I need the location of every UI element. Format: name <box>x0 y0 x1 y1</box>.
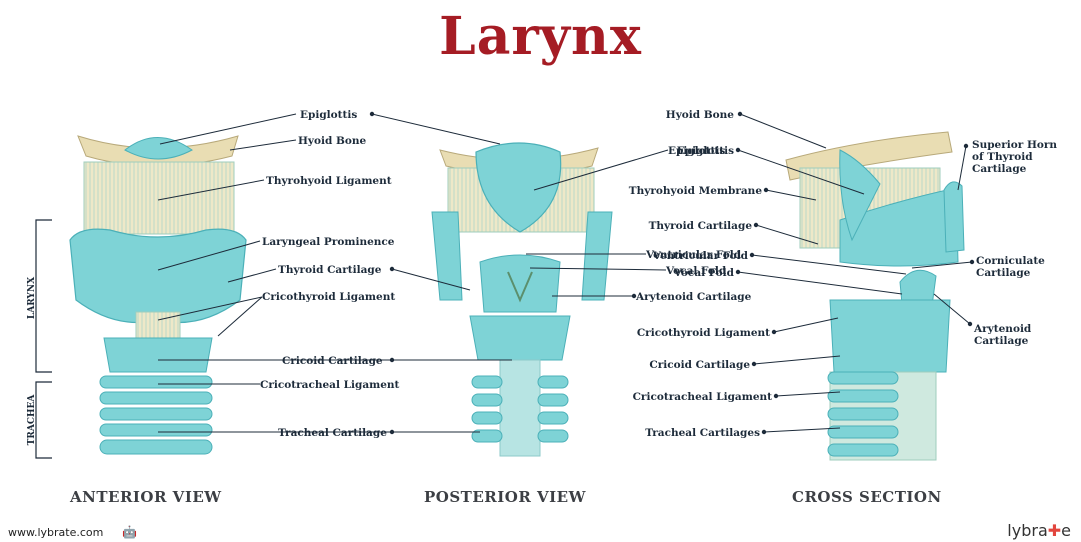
label-laryngeal-prominence: Laryngeal Prominence <box>262 236 395 248</box>
label-superior-horn-1: Superior Horn <box>972 139 1057 151</box>
label-vocal-fold-cross: Vocal Fold <box>673 267 735 279</box>
label-thyroid-cartilage-anterior: Thyroid Cartilage <box>278 264 382 276</box>
cross-section-illustration <box>786 132 964 460</box>
trachea-posterior-membrane <box>500 360 540 456</box>
label-superior-horn-2: of Thyroid <box>972 151 1033 163</box>
label-superior-horn-3: Cartilage <box>972 163 1027 175</box>
label-arytenoid-cross-1: Arytenoid <box>973 323 1032 335</box>
label-hyoid-bone-anterior: Hyoid Bone <box>298 135 367 147</box>
cricoid-cross-shape <box>830 300 950 372</box>
platform-icons: 🤖 <box>122 525 137 539</box>
caption-cross-section: CROSS SECTION <box>792 488 942 506</box>
cricoid-cartilage-shape <box>104 338 212 372</box>
label-ventricular-fold-cross: Ventricular Fold <box>652 250 749 262</box>
trachea-rings <box>100 376 212 454</box>
trachea-side-label: TRACHEA <box>27 394 37 446</box>
label-arytenoid-cross-2: Cartilage <box>974 335 1029 347</box>
label-thyrohyoid-membrane: Thyrohyoid Membrane <box>629 185 763 197</box>
label-cricoid-cartilage-cross: Cricoid Cartilage <box>649 359 750 371</box>
label-tracheal-cartilage: Tracheal Cartilage <box>278 427 387 439</box>
thyroid-cartilage-shape <box>70 229 246 322</box>
android-icon[interactable]: 🤖 <box>122 525 137 539</box>
superior-horn-shape <box>944 182 964 252</box>
label-epiglottis-anterior: Epiglottis <box>300 109 357 121</box>
label-corniculate-1: Corniculate <box>976 255 1045 267</box>
footer-url[interactable]: www.lybrate.com <box>8 526 103 539</box>
label-tracheal-cartilages: Tracheal Cartilages <box>645 427 760 439</box>
anterior-view-illustration <box>36 136 246 458</box>
label-epiglottis-cross: Epiglottis <box>677 145 734 157</box>
brand-logo[interactable]: lybra✚e <box>1007 521 1071 540</box>
arytenoid-shape <box>480 255 560 312</box>
larynx-bracket <box>36 220 52 458</box>
label-hyoid-bone-cross: Hyoid Bone <box>666 109 735 121</box>
cricoid-posterior-shape <box>470 316 570 360</box>
posterior-view-illustration <box>432 143 612 456</box>
label-cricothyroid-ligament-cross: Cricothyroid Ligament <box>637 327 770 339</box>
caption-anterior-view: ANTERIOR VIEW <box>70 488 222 506</box>
larynx-side-label: LARYNX <box>27 277 37 319</box>
label-cricotracheal-ligament-cross: Cricotracheal Ligament <box>633 391 773 403</box>
caption-posterior-view: POSTERIOR VIEW <box>424 488 586 506</box>
label-thyroid-cartilage-cross: Thyroid Cartilage <box>649 220 753 232</box>
label-cricothyroid-ligament-anterior: Cricothyroid Ligament <box>262 291 395 303</box>
label-cricotracheal-ligament-anterior: Cricotracheal Ligament <box>260 379 400 391</box>
brand-text: lybra <box>1007 521 1047 540</box>
label-cricoid-cartilage-anterior: Cricoid Cartilage <box>282 355 383 367</box>
label-corniculate-2: Cartilage <box>976 267 1031 279</box>
brand-text-suffix: e <box>1061 521 1071 540</box>
label-arytenoid-cartilage-posterior: Arytenoid Cartilage <box>635 291 752 303</box>
label-thyrohyoid-ligament: Thyrohyoid Ligament <box>266 175 392 187</box>
brand-plus-icon: ✚ <box>1048 521 1061 540</box>
thyrohyoid-membrane-shape <box>84 162 234 234</box>
